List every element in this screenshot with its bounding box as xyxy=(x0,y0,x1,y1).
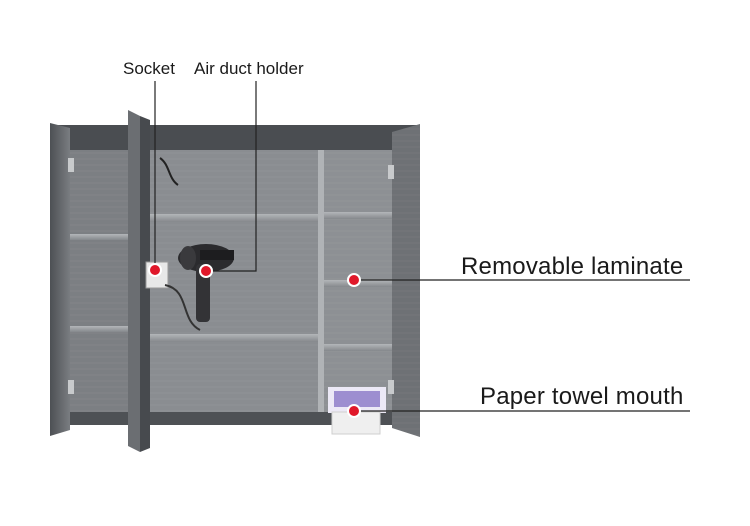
markers xyxy=(148,263,361,418)
shelf xyxy=(324,280,414,287)
socket-marker xyxy=(148,263,162,277)
paper-towel-marker xyxy=(347,404,361,418)
laminate-marker xyxy=(347,273,361,287)
hair-dryer xyxy=(178,244,234,322)
removable-laminate-label: Removable laminate xyxy=(461,253,684,280)
air-duct-leader-line xyxy=(206,81,257,272)
air-duct-holder-label: Air duct holder xyxy=(194,59,304,78)
shelf xyxy=(150,214,318,222)
shelf xyxy=(150,334,318,342)
left-door xyxy=(50,110,150,452)
socket-label: Socket xyxy=(123,59,175,78)
middle-compartment xyxy=(150,150,324,412)
hinge-icon xyxy=(388,165,394,179)
hinge-icon xyxy=(68,158,74,172)
air-duct-marker xyxy=(199,264,213,278)
shelf xyxy=(324,344,414,351)
leader-lines xyxy=(154,81,690,412)
shelf xyxy=(324,212,414,219)
paper-towel-mouth-label: Paper towel mouth xyxy=(480,383,684,410)
hinge-icon xyxy=(388,380,394,394)
hinge-icon xyxy=(68,380,74,394)
